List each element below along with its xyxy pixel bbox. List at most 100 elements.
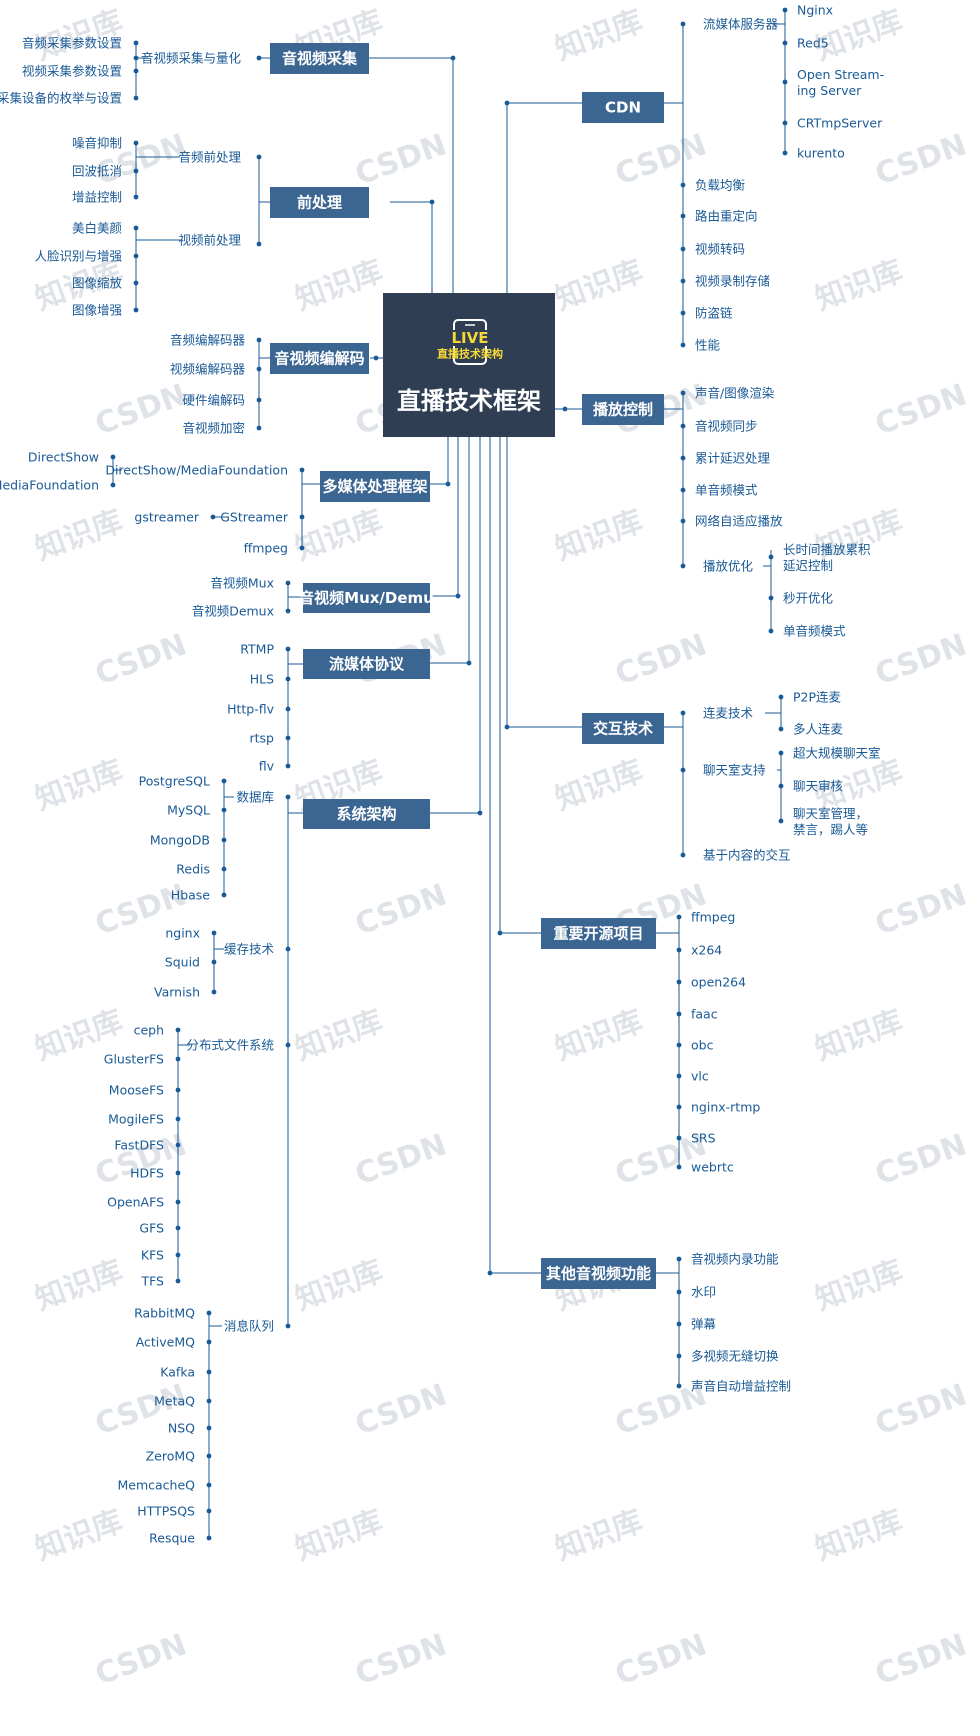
- connector-dot: [680, 390, 686, 396]
- connector-dot: [133, 140, 139, 146]
- node-label: MetaQ: [154, 1394, 195, 1409]
- connector-dot: [680, 423, 686, 429]
- node-label: HLS: [250, 672, 274, 687]
- connector-dot: [133, 225, 139, 231]
- center-title: 直播技术框架: [397, 387, 541, 415]
- node-label: TFS: [140, 1274, 164, 1289]
- category-box: [582, 92, 664, 123]
- codec-box[interactable]: 音视频编解码: [270, 343, 369, 374]
- connector-dot: [676, 1042, 682, 1048]
- mux-box[interactable]: 音视频Mux/Demu: [299, 583, 434, 613]
- watermark: 知识库: [811, 1504, 908, 1568]
- watermark: CSDN: [871, 1377, 971, 1442]
- connector-dot: [680, 182, 686, 188]
- connector-dot: [455, 593, 461, 599]
- other-features-box[interactable]: 其他音视频功能: [541, 1258, 656, 1289]
- watermark: 知识库: [551, 1004, 648, 1068]
- connector-dot: [768, 554, 774, 560]
- node-label: 多视频无缝切换: [691, 1349, 779, 1364]
- connector-dot: [285, 580, 291, 586]
- connector-dot: [782, 7, 788, 13]
- category-box: [320, 471, 430, 502]
- node-label: P2P连麦: [793, 690, 842, 705]
- cdn-box[interactable]: CDN: [582, 92, 664, 123]
- connector-dot: [676, 1256, 682, 1262]
- playback-box[interactable]: 播放控制: [582, 394, 664, 425]
- watermark: CSDN: [611, 627, 711, 692]
- connector-dot: [676, 1321, 682, 1327]
- connector-dot: [676, 1383, 682, 1389]
- connector-dot: [133, 307, 139, 313]
- category-title: 音视频编解码: [274, 350, 364, 368]
- node-label: MemcacheQ: [117, 1478, 195, 1493]
- node-label: ffmpeg: [244, 541, 288, 556]
- category-title: 多媒体处理框架: [322, 478, 427, 496]
- connector-dot: [133, 55, 139, 61]
- connector-dot: [285, 646, 291, 652]
- node-label: ceph: [134, 1023, 164, 1038]
- node-label: 秒开优化: [783, 591, 834, 606]
- node-label: ffmpeg: [691, 910, 735, 925]
- connector-dot: [285, 946, 291, 952]
- capture-box[interactable]: 音视频采集: [270, 43, 369, 74]
- node-label: 聊天审核: [793, 779, 844, 794]
- node-label: SRS: [691, 1131, 716, 1146]
- open-source-box[interactable]: 重要开源项目: [541, 918, 656, 949]
- connector-dot: [676, 1164, 682, 1170]
- connector-dot: [175, 1252, 181, 1258]
- connector-dot: [285, 706, 291, 712]
- connector-dot: [373, 355, 379, 361]
- node-label: faac: [691, 1007, 718, 1022]
- node-label: 增益控制: [72, 190, 122, 205]
- connector-dot: [676, 979, 682, 985]
- connector-dot: [504, 100, 510, 106]
- node-label: 噪音抑制: [72, 136, 122, 151]
- connector-dot: [285, 608, 291, 614]
- connector-dot: [680, 310, 686, 316]
- connector-dot: [680, 246, 686, 252]
- node-label: 人脸识别与增强: [34, 249, 122, 264]
- node-label: 缓存技术: [224, 942, 275, 957]
- node-label: 连麦技术: [703, 706, 754, 721]
- node-label: ZeroMQ: [146, 1449, 196, 1464]
- watermark: CSDN: [351, 127, 451, 192]
- connector-dot: [768, 595, 774, 601]
- connector-dot: [133, 280, 139, 286]
- node-label: DirectShow/MediaFoundation: [105, 463, 288, 478]
- connector-dot: [206, 1425, 212, 1431]
- node-label: 分布式文件系统: [186, 1038, 274, 1053]
- connector-dot: [778, 750, 784, 756]
- node-label: PostgreSQL: [139, 774, 210, 789]
- connector-dot: [175, 1170, 181, 1176]
- node-label: webrtc: [691, 1160, 734, 1175]
- connector-dot: [221, 837, 227, 843]
- connector-dot: [680, 518, 686, 524]
- node-label: 防盗链: [695, 306, 733, 321]
- watermark: CSDN: [351, 1127, 451, 1192]
- protocol-box[interactable]: 流媒体协议: [303, 649, 430, 679]
- node-label: 单音频模式: [695, 483, 758, 498]
- system-box[interactable]: 系统架构: [303, 799, 430, 829]
- category-title: 音视频采集: [282, 50, 358, 68]
- watermark: 知识库: [811, 254, 908, 318]
- interaction-box[interactable]: 交互技术: [582, 713, 664, 744]
- media-framework-box[interactable]: 多媒体处理框架: [320, 471, 430, 502]
- connector-dot: [256, 337, 262, 343]
- connector-dot: [210, 514, 216, 520]
- category-box: [582, 394, 664, 425]
- category-title: 其他音视频功能: [546, 1265, 651, 1283]
- node-label: HTTPSQS: [137, 1504, 195, 1519]
- node-label: KFS: [141, 1248, 164, 1263]
- connector-dot: [676, 1011, 682, 1017]
- node-label: OpenAFS: [107, 1195, 164, 1210]
- connector-dot: [477, 810, 483, 816]
- connector-dot: [285, 763, 291, 769]
- connector-dot: [782, 40, 788, 46]
- connector-dot: [676, 1353, 682, 1359]
- connector-dot: [504, 724, 510, 730]
- connector-dot: [133, 68, 139, 74]
- preprocess-box[interactable]: 前处理: [270, 187, 369, 218]
- watermark: CSDN: [351, 1627, 451, 1692]
